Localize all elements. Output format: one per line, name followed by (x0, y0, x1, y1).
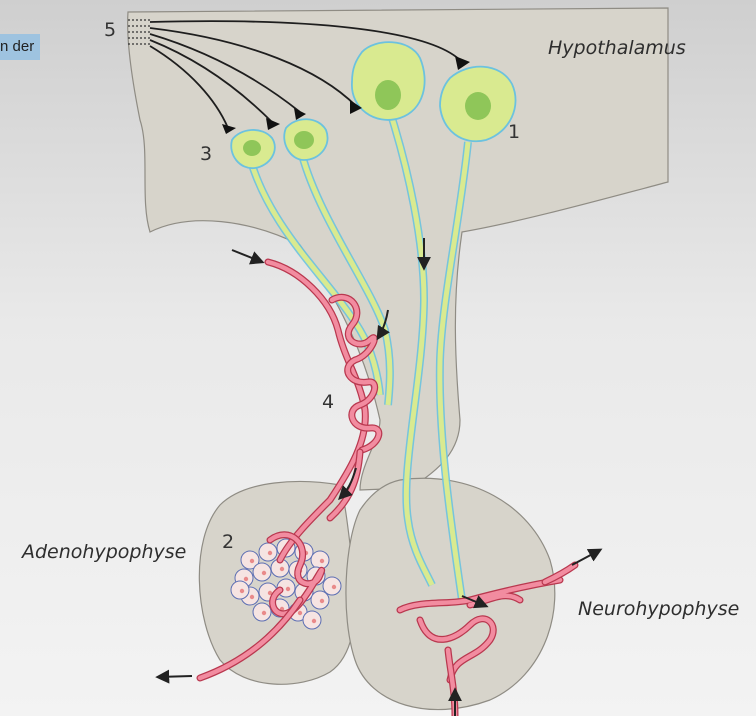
acinar-cell-nucleus (319, 598, 325, 604)
synapse-terminal-5 (222, 124, 236, 134)
fibre-2 (149, 27, 357, 107)
neurons (230, 41, 517, 601)
number-3: 3 (200, 143, 212, 165)
acinar-cell-nucleus (267, 550, 273, 556)
label-neurohypophyse: Neurohypophyse (578, 598, 739, 620)
number-2: 2 (222, 531, 234, 553)
label-adenohypophyse: Adenohypophyse (20, 541, 186, 563)
acinar-cell-nucleus (285, 586, 291, 592)
acinar-cell-nucleus (319, 558, 325, 564)
afferent-fibres (128, 19, 470, 134)
acinar-cell-nucleus (279, 566, 285, 572)
nucleus-mid (294, 131, 314, 149)
arrow-portal-down (338, 467, 357, 500)
number-5: 5 (104, 19, 116, 41)
acinar-cell (302, 610, 322, 630)
nucleus-magno-left (375, 80, 401, 110)
synapse-terminal-1 (455, 56, 470, 70)
acinar-cell-nucleus (243, 576, 249, 582)
nucleus-magno-right (465, 92, 491, 120)
synapse-terminal-3 (294, 108, 306, 120)
hypothalamus-tissue (127, 7, 669, 491)
magnocellular-neuron-right (435, 65, 517, 601)
acinar-cell (230, 580, 250, 600)
fibre-3 (149, 33, 301, 113)
synapse-terminal-4 (266, 118, 280, 130)
acinar-cell (252, 562, 272, 582)
efferent-vein-left (197, 597, 303, 681)
tissue (127, 7, 669, 711)
acinar-cell-nucleus (261, 570, 267, 576)
efferent-vein-right (542, 562, 578, 585)
arrow-portal-flow (376, 309, 390, 341)
acinar-cell-nucleus (261, 610, 267, 616)
superior-artery (265, 259, 368, 563)
partial-caption-tag: n der (0, 34, 41, 60)
capillary-loops-lower (267, 532, 324, 617)
acinar-cell (310, 550, 330, 570)
acinar-cell (310, 590, 330, 610)
acinar-cell-nucleus (249, 558, 255, 564)
acinar-cell-nucleus (331, 584, 337, 590)
arrow-inflow-artery (231, 249, 265, 265)
fibre-5 (149, 45, 229, 129)
number-4: 4 (322, 391, 334, 413)
acinar-cell-nucleus (239, 588, 245, 594)
capillary-loops-upper (329, 295, 382, 453)
acinar-cell (240, 550, 260, 570)
nucleus-left (243, 140, 261, 156)
parvocellular-neuron-mid (283, 118, 394, 406)
acinar-cell-nucleus (267, 590, 273, 596)
magnocellular-neuron-left (351, 41, 436, 587)
acinar-cell (258, 542, 278, 562)
label-hypothalamus: Hypothalamus (548, 37, 686, 59)
synapse-terminal-2 (350, 100, 362, 114)
acinar-cell (252, 602, 272, 622)
parvocellular-neuron-left (230, 129, 384, 396)
flow-arrows (155, 238, 603, 716)
arrow-outflow-left (155, 669, 193, 684)
acinar-cell-nucleus (311, 618, 317, 624)
acinar-cell (322, 576, 342, 596)
arrow-release (461, 595, 489, 609)
acinar-cell-nucleus (249, 594, 255, 600)
arrow-outflow-right (571, 548, 603, 566)
fibre-1 (149, 20, 463, 63)
number-1: 1 (508, 121, 520, 143)
adenohypophyse-cells (230, 538, 342, 630)
acinar-cell-nucleus (297, 610, 303, 616)
fibre-4 (149, 39, 273, 123)
